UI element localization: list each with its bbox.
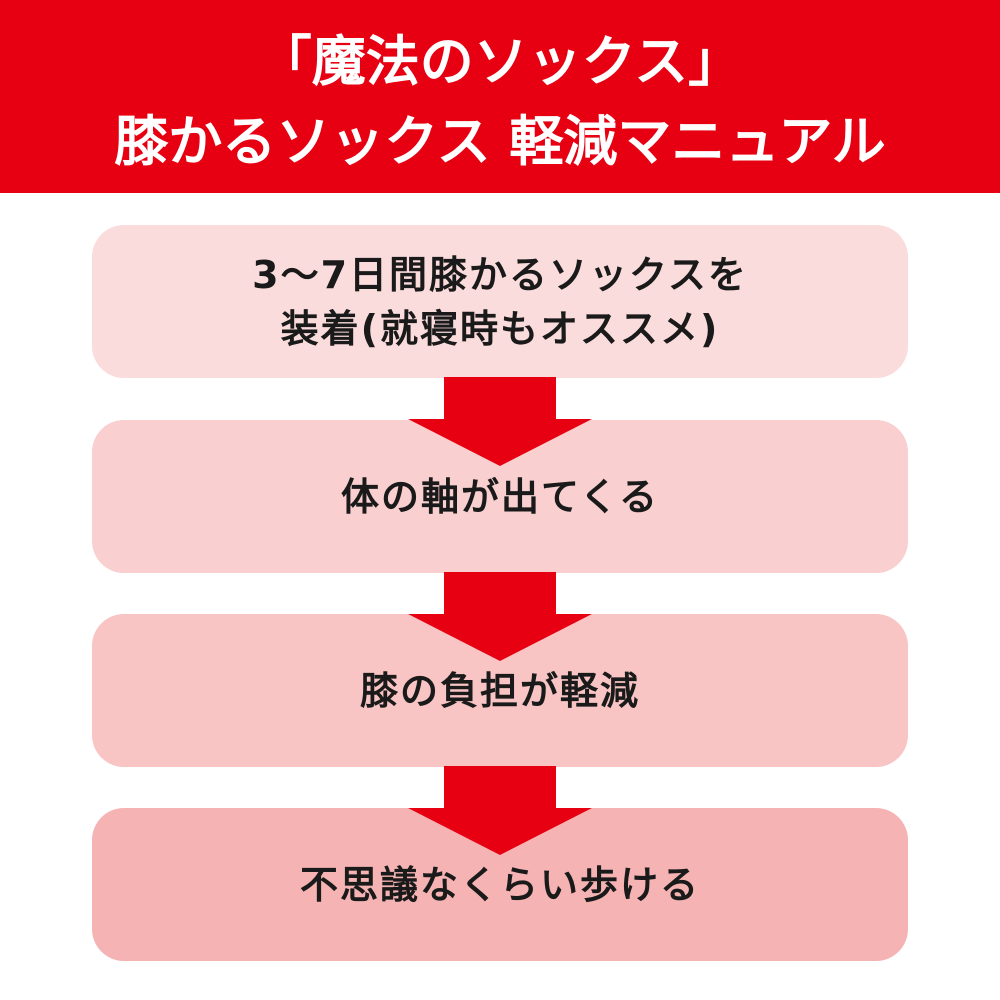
step-3-box: 膝の負担が軽減: [92, 614, 908, 767]
title-line-2: 膝かるソックス 軽減マニュアル: [114, 110, 886, 173]
down-arrow-icon: [408, 377, 592, 466]
step-1-box: 3〜7日間膝かるソックスを 装着(就寝時もオススメ): [92, 225, 908, 378]
step-3-text: 膝の負担が軽減: [359, 668, 640, 713]
down-arrow-icon: [408, 572, 592, 661]
title-banner: 「魔法のソックス」 膝かるソックス 軽減マニュアル: [0, 0, 1000, 193]
step-1-line-2: 装着(就寝時もオススメ): [280, 306, 720, 351]
step-1-line-1: 3〜7日間膝かるソックスを: [252, 252, 748, 297]
title-line-1: 「魔法のソックス」: [257, 30, 743, 93]
step-2-text: 体の軸が出てくる: [340, 474, 660, 519]
down-arrow-icon: [408, 766, 592, 855]
step-4-text: 不思議なくらい歩ける: [299, 862, 700, 907]
